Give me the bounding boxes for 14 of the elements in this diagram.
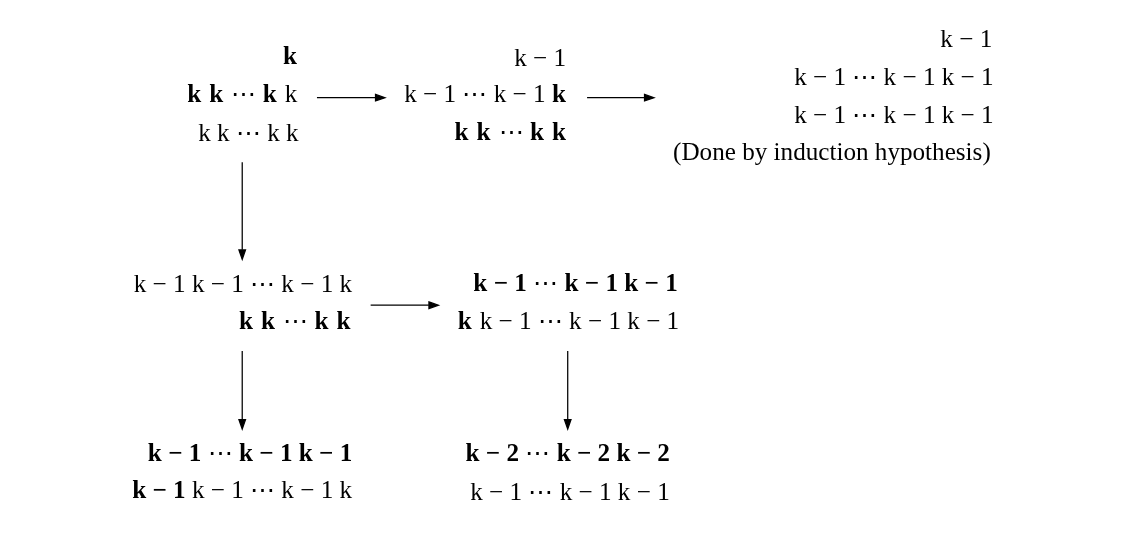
node-text: k − 1 ⋯ k − 1 k − 1 k k − 1 ⋯ k − 1 k − 1 — [457, 268, 679, 334]
node-text: k − 1 k − 1 ⋯ k − 1 k k k ⋯ k k — [403, 43, 566, 145]
arrow — [237, 161, 246, 262]
node-text: k − 1 ⋯ k − 1 k − 1 k − 1 k − 1 ⋯ k − 1 k — [131, 438, 352, 504]
arrow — [315, 93, 387, 102]
node-text: k − 1 k − 1 ⋯ k − 1 k k k ⋯ k k — [133, 270, 352, 334]
node-text: k k k ⋯ k k k k ⋯ k k — [186, 42, 299, 147]
arrow — [563, 350, 572, 431]
node-text: k − 1 k − 1 ⋯ k − 1 k − 1 k − 1 ⋯ k − 1 k − 1 — [793, 25, 994, 128]
arrow — [369, 301, 440, 310]
arrow — [585, 93, 656, 102]
node-label: (Done by induction hypothesis) — [672, 138, 991, 166]
arrow — [237, 350, 246, 431]
node-text: k − 2 ⋯ k − 2 k − 2 k − 1 ⋯ k − 1 k − 1 — [465, 438, 670, 505]
